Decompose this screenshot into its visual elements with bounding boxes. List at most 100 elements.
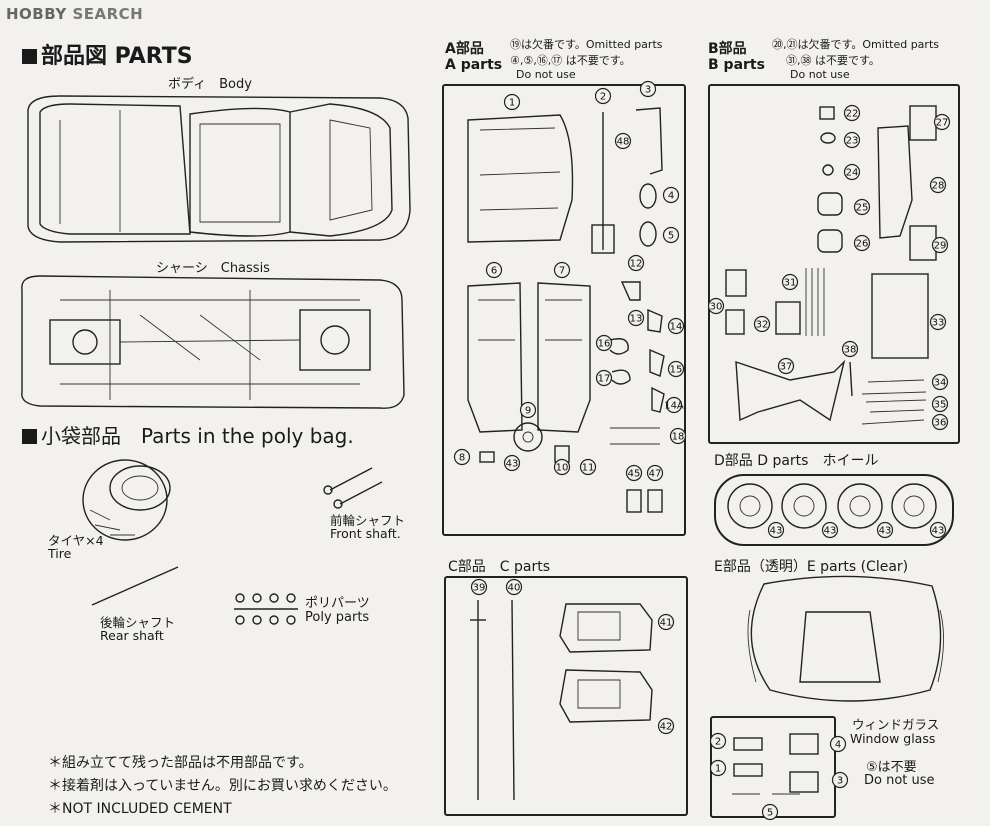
svg-text:24: 24 [846, 168, 859, 179]
poly-parts-en-label: Poly parts [305, 610, 370, 625]
rear-shaft-en-label: Rear shaft [100, 628, 164, 643]
svg-text:3: 3 [837, 776, 843, 787]
body-drawing [27, 95, 411, 243]
part-callout-a-3: 3 [639, 80, 657, 98]
svg-text:16: 16 [598, 339, 611, 350]
part-callout-a-5: 5 [662, 226, 680, 244]
a-parts-note3: Do not use [516, 68, 576, 81]
tire-en-label: Tire [48, 546, 72, 561]
part-callout-c-42: 42 [657, 717, 675, 735]
svg-text:40: 40 [508, 583, 521, 594]
svg-text:17: 17 [598, 374, 611, 385]
svg-text:15: 15 [670, 365, 683, 376]
a-parts-note2: ④,⑤,⑯,⑰ は不要です。 [510, 54, 631, 67]
part-callout-a-18: 18 [669, 427, 687, 445]
part-callout-b-32: 32 [753, 315, 771, 333]
svg-text:42: 42 [660, 722, 673, 733]
part-callout-a-17: 17 [595, 369, 613, 387]
svg-text:1: 1 [715, 764, 721, 775]
part-callout-a-12: 12 [627, 254, 645, 272]
a-parts-frame [442, 84, 686, 536]
svg-text:10: 10 [556, 463, 569, 474]
part-callout-b-38: 38 [841, 340, 859, 358]
svg-text:1: 1 [509, 98, 515, 109]
window-glass-jp: ウィンドガラス [852, 717, 940, 732]
svg-text:43: 43 [770, 526, 783, 537]
svg-text:33: 33 [932, 318, 945, 329]
part-callout-d-43: 43 [876, 521, 894, 539]
hobbysearch-logo[interactable]: HOBBY SEARCH [6, 5, 144, 23]
d-parts-frame [714, 474, 954, 546]
svg-text:38: 38 [844, 345, 857, 356]
front-shaft-en-label: Front shaft. [330, 526, 401, 541]
front-shaft-label: 前輪シャフト [330, 513, 406, 528]
b-parts-title-en: B parts [708, 57, 765, 73]
svg-text:29: 29 [934, 241, 947, 252]
svg-text:28: 28 [932, 181, 945, 192]
a-parts-title-en: A parts [445, 57, 503, 73]
part-callout-a-43: 43 [503, 454, 521, 472]
e-do-not-use-jp: ⑤は不要 [866, 760, 917, 775]
svg-text:43: 43 [932, 526, 945, 537]
e-parts-drawing [732, 575, 945, 795]
part-callout-b-31: 31 [781, 273, 799, 291]
part-callout-b-37: 37 [777, 357, 795, 375]
poly-parts-label: ポリパーツ [305, 596, 370, 611]
b-parts-drawing [725, 105, 937, 425]
svg-text:23: 23 [846, 136, 859, 147]
svg-text:37: 37 [780, 362, 793, 373]
part-callout-a-4: 4 [662, 186, 680, 204]
a-parts-drawing [467, 107, 665, 513]
part-callout-e-4: 4 [829, 735, 847, 753]
part-callout-a-47: 47 [646, 464, 664, 482]
part-callout-b-30: 30 [707, 297, 725, 315]
rear-shaft-drawing [91, 566, 179, 606]
svg-text:43: 43 [824, 526, 837, 537]
part-callout-d-43: 43 [767, 521, 785, 539]
b-parts-title-jp: B部品 [708, 41, 747, 57]
part-callout-a-6: 6 [485, 261, 503, 279]
svg-text:26: 26 [856, 239, 869, 250]
window-glass-en: Window glass [850, 731, 936, 746]
part-callout-b-34: 34 [931, 373, 949, 391]
part-callout-d-43: 43 [821, 521, 839, 539]
part-callout-a-16: 16 [595, 334, 613, 352]
b-parts-note1: ⑳,㉑は欠番です。Omitted parts [772, 38, 939, 51]
svg-text:5: 5 [668, 231, 674, 242]
svg-text:9: 9 [525, 406, 531, 417]
part-callout-c-41: 41 [657, 613, 675, 631]
e-do-not-use-en: Do not use [864, 773, 935, 788]
svg-text:32: 32 [756, 320, 769, 331]
svg-text:35: 35 [934, 400, 947, 411]
svg-text:45: 45 [628, 469, 641, 480]
svg-text:36: 36 [934, 418, 947, 429]
part-callout-b-27: 27 [933, 113, 951, 131]
svg-text:14A: 14A [664, 401, 684, 412]
part-callout-b-29: 29 [931, 236, 949, 254]
svg-text:8: 8 [459, 453, 465, 464]
svg-text:47: 47 [649, 469, 662, 480]
part-callout-e-5: 5 [761, 803, 779, 821]
svg-text:2: 2 [600, 92, 606, 103]
svg-text:39: 39 [473, 583, 486, 594]
c-parts-frame [444, 576, 688, 816]
part-callout-a-11: 11 [579, 458, 597, 476]
svg-text:4: 4 [668, 191, 674, 202]
part-callout-b-33: 33 [929, 313, 947, 331]
a-parts-title-jp: A部品 [445, 41, 484, 57]
b-parts-frame [708, 84, 960, 444]
svg-text:6: 6 [491, 266, 497, 277]
part-callout-e-1: 1 [709, 759, 727, 777]
chassis-drawing [21, 275, 405, 409]
svg-text:22: 22 [846, 109, 859, 120]
svg-text:31: 31 [784, 278, 797, 289]
part-callout-a-7: 7 [553, 261, 571, 279]
c-parts-title: C部品 C parts [448, 559, 551, 575]
part-callout-a-14A: 14A [664, 396, 684, 414]
part-callout-e-2: 2 [709, 732, 727, 750]
a-parts-note1: ⑲は欠番です。Omitted parts [510, 38, 663, 51]
svg-text:43: 43 [506, 459, 519, 470]
chassis-label: シャーシ Chassis [156, 261, 270, 276]
part-callout-e-3: 3 [831, 771, 849, 789]
